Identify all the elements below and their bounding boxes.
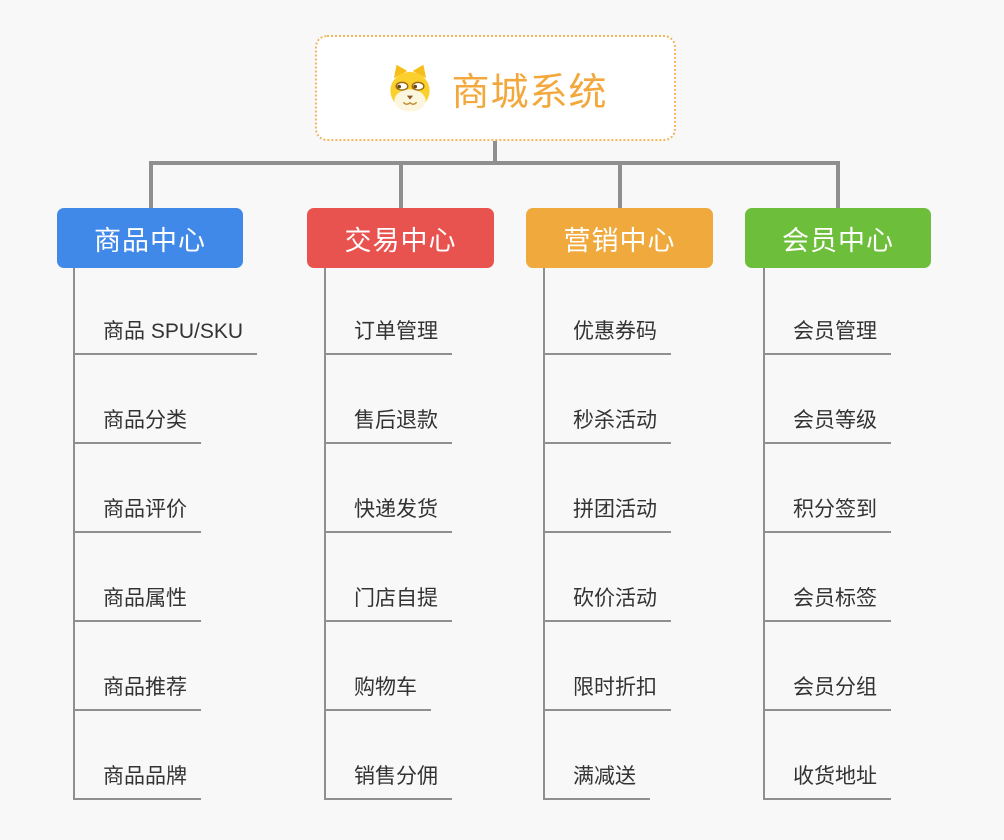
leaf-product-center-1[interactable]: 商品 SPU/SKU bbox=[73, 313, 258, 355]
branch-header-trade-center[interactable]: 交易中心 bbox=[307, 208, 494, 268]
trunk-marketing-center bbox=[543, 268, 545, 800]
leaf-marketing-center-1[interactable]: 优惠券码 bbox=[543, 313, 671, 355]
leaf-member-center-3[interactable]: 积分签到 bbox=[763, 491, 891, 533]
leaf-marketing-center-6[interactable]: 满减送 bbox=[543, 758, 650, 800]
root-node[interactable]: 商城系统 bbox=[315, 35, 676, 141]
branch-label: 交易中心 bbox=[344, 225, 457, 256]
connector-drop-member-center bbox=[836, 161, 840, 208]
leaf-product-center-4[interactable]: 商品属性 bbox=[73, 580, 201, 622]
branch-header-product-center[interactable]: 商品中心 bbox=[57, 208, 243, 268]
leaf-trade-center-2[interactable]: 售后退款 bbox=[324, 402, 452, 444]
leaf-marketing-center-2[interactable]: 秒杀活动 bbox=[543, 402, 671, 444]
connector-drop-product-center bbox=[149, 161, 153, 208]
leaf-member-center-1[interactable]: 会员管理 bbox=[763, 313, 891, 355]
branch-header-marketing-center[interactable]: 营销中心 bbox=[526, 208, 713, 268]
leaf-marketing-center-4[interactable]: 砍价活动 bbox=[543, 580, 671, 622]
leaf-marketing-center-3[interactable]: 拼团活动 bbox=[543, 491, 671, 533]
leaf-trade-center-1[interactable]: 订单管理 bbox=[324, 313, 452, 355]
trunk-member-center bbox=[763, 268, 765, 800]
leaf-member-center-2[interactable]: 会员等级 bbox=[763, 402, 891, 444]
leaf-product-center-2[interactable]: 商品分类 bbox=[73, 402, 201, 444]
connector-horizontal-bar bbox=[149, 161, 840, 165]
leaf-trade-center-5[interactable]: 购物车 bbox=[324, 669, 431, 711]
branch-label: 营销中心 bbox=[563, 225, 676, 256]
leaf-trade-center-6[interactable]: 销售分佣 bbox=[324, 758, 452, 800]
branch-label: 会员中心 bbox=[782, 225, 894, 256]
connector-drop-trade-center bbox=[399, 161, 403, 208]
connector-root-drop bbox=[493, 140, 497, 162]
leaf-member-center-5[interactable]: 会员分组 bbox=[763, 669, 891, 711]
leaf-product-center-6[interactable]: 商品品牌 bbox=[73, 758, 201, 800]
leaf-trade-center-4[interactable]: 门店自提 bbox=[324, 580, 452, 622]
branch-header-member-center[interactable]: 会员中心 bbox=[745, 208, 931, 268]
trunk-product-center bbox=[73, 268, 75, 800]
leaf-product-center-5[interactable]: 商品推荐 bbox=[73, 669, 201, 711]
connector-drop-marketing-center bbox=[618, 161, 622, 208]
leaf-trade-center-3[interactable]: 快递发货 bbox=[324, 491, 452, 533]
leaf-product-center-3[interactable]: 商品评价 bbox=[73, 491, 201, 533]
root-title: 商城系统 bbox=[451, 71, 608, 114]
leaf-member-center-4[interactable]: 会员标签 bbox=[763, 580, 891, 622]
trunk-trade-center bbox=[324, 268, 326, 800]
leaf-member-center-6[interactable]: 收货地址 bbox=[763, 758, 891, 800]
leaf-marketing-center-5[interactable]: 限时折扣 bbox=[543, 669, 671, 711]
dog-icon bbox=[390, 64, 431, 112]
branch-label: 商品中心 bbox=[94, 225, 206, 256]
